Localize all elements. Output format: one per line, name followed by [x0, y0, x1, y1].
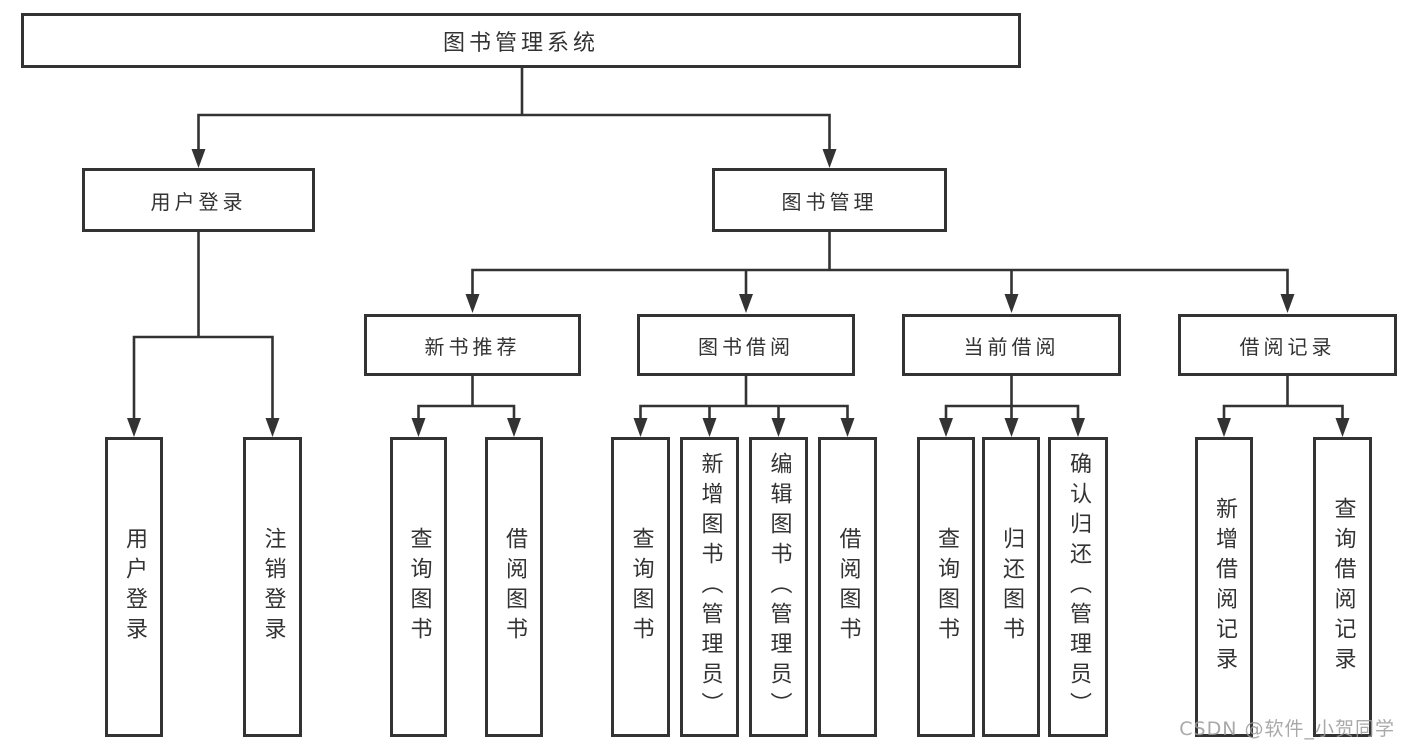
node-root: 图书管理系统	[21, 13, 1021, 68]
leaf-query-borrow-record: 查询借阅记录	[1313, 437, 1372, 737]
csdn-watermark: CSDN @软件_小贺同学	[1179, 718, 1395, 740]
connector-borrow-records-to-leaves	[1217, 376, 1350, 437]
leaf-return-book: 归还图书	[982, 437, 1040, 737]
leaf-query-book-c: 查询图书	[917, 437, 975, 737]
connector-current-borrow-to-leaves	[939, 376, 1085, 437]
node-book-mgmt: 图书管理	[712, 168, 947, 232]
node-borrow-records: 借阅记录	[1178, 314, 1397, 376]
leaf-query-book-a: 查询图书	[390, 437, 447, 737]
leaf-logout: 注销登录	[243, 437, 302, 737]
connector-book-borrow-to-leaves	[633, 376, 855, 437]
leaf-add-borrow-record: 新增借阅记录	[1195, 437, 1253, 737]
leaf-confirm-return: 确认归还（管理员）	[1048, 437, 1108, 737]
node-new-book-rec: 新书推荐	[364, 314, 581, 376]
leaf-borrow-book-a: 借阅图书	[485, 437, 543, 737]
node-current-borrow: 当前借阅	[902, 314, 1121, 376]
connector-book-mgmt-to-level3	[465, 232, 1295, 313]
node-book-borrow: 图书借阅	[637, 314, 855, 376]
leaf-query-book-b: 查询图书	[611, 437, 670, 737]
leaf-user-login: 用户登录	[105, 437, 163, 737]
connector-user-login-to-leaves	[127, 232, 280, 437]
connector-new-book-rec-to-leaves	[411, 376, 521, 437]
leaf-borrow-book-b: 借阅图书	[818, 437, 877, 737]
connector-root-to-level2	[191, 68, 837, 168]
node-user-login: 用户登录	[82, 168, 315, 232]
leaf-edit-book: 编辑图书（管理员）	[749, 437, 808, 737]
leaf-add-book: 新增图书（管理员）	[680, 437, 739, 737]
